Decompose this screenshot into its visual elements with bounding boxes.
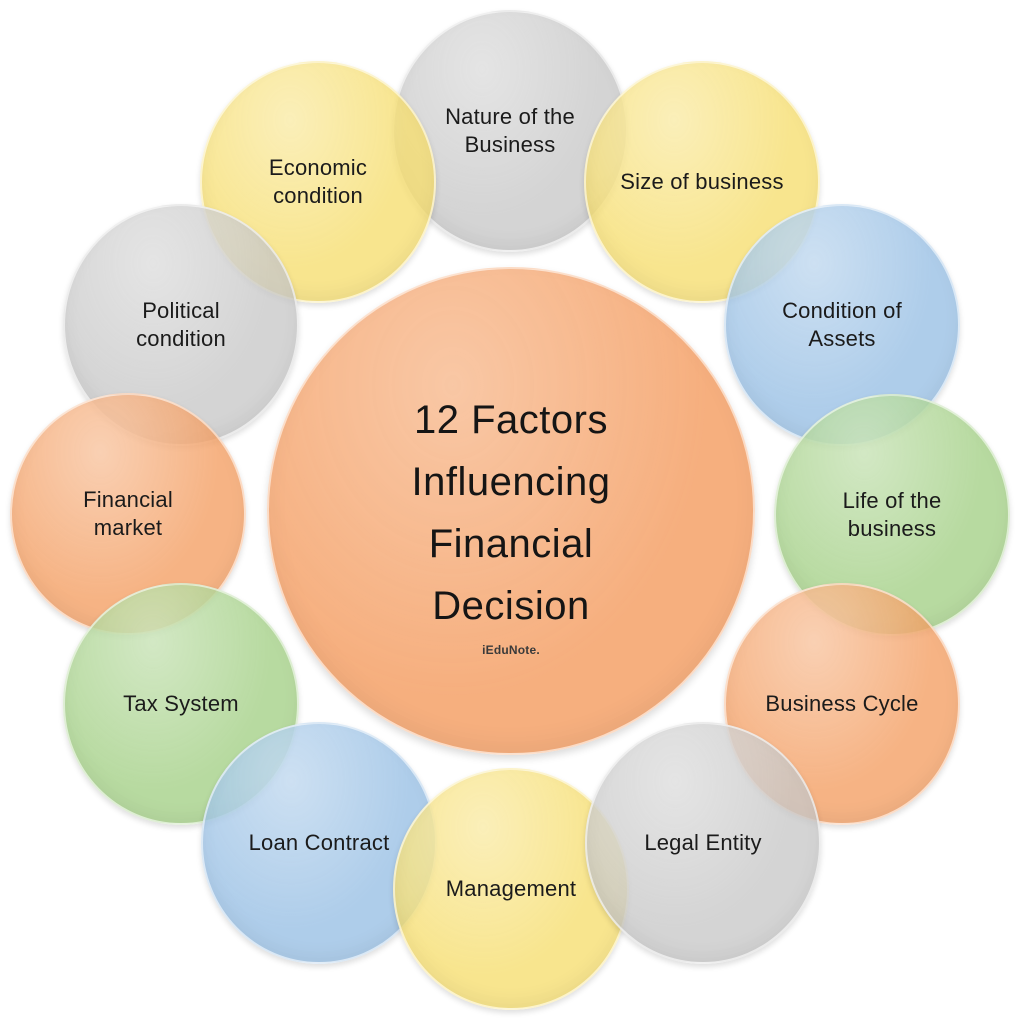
factor-label-business-cycle: Business Cycle [765, 690, 919, 716]
factor-bubble-economic-condition: Economic condition [200, 61, 436, 303]
factor-label-tax-system: Tax System [123, 690, 239, 716]
center-circle: 12 Factors Influencing Financial Decisio… [267, 267, 755, 755]
factor-label-nature-of-business: Nature of the Business [445, 103, 575, 157]
factor-label-size-of-business: Size of business [620, 168, 784, 194]
center-title-line-3: Financial [428, 522, 594, 566]
factor-label-condition-of-assets: Condition of Assets [782, 297, 902, 351]
factor-bubble-legal-entity: Legal Entity [585, 722, 821, 964]
factor-label-legal-entity: Legal Entity [644, 829, 762, 855]
factor-label-financial-market: Financial market [83, 486, 173, 540]
factor-bubble-loan-contract: Loan Contract [201, 722, 437, 964]
factor-label-economic-condition: Economic condition [268, 154, 368, 208]
center-title-line-4: Decision [432, 584, 590, 628]
brand-text: iEduNote. [482, 643, 540, 657]
factor-label-political-condition: Political condition [136, 297, 226, 351]
factor-label-loan-contract: Loan Contract [248, 829, 390, 855]
factor-label-management: Management [445, 875, 577, 901]
center-title-line-2: Influencing [411, 460, 611, 504]
factor-bubble-nature-of-business: Nature of the Business [392, 10, 628, 252]
center-title-line-1: 12 Factors [414, 398, 608, 442]
factor-label-life-of-business: Life of the business [842, 487, 942, 541]
